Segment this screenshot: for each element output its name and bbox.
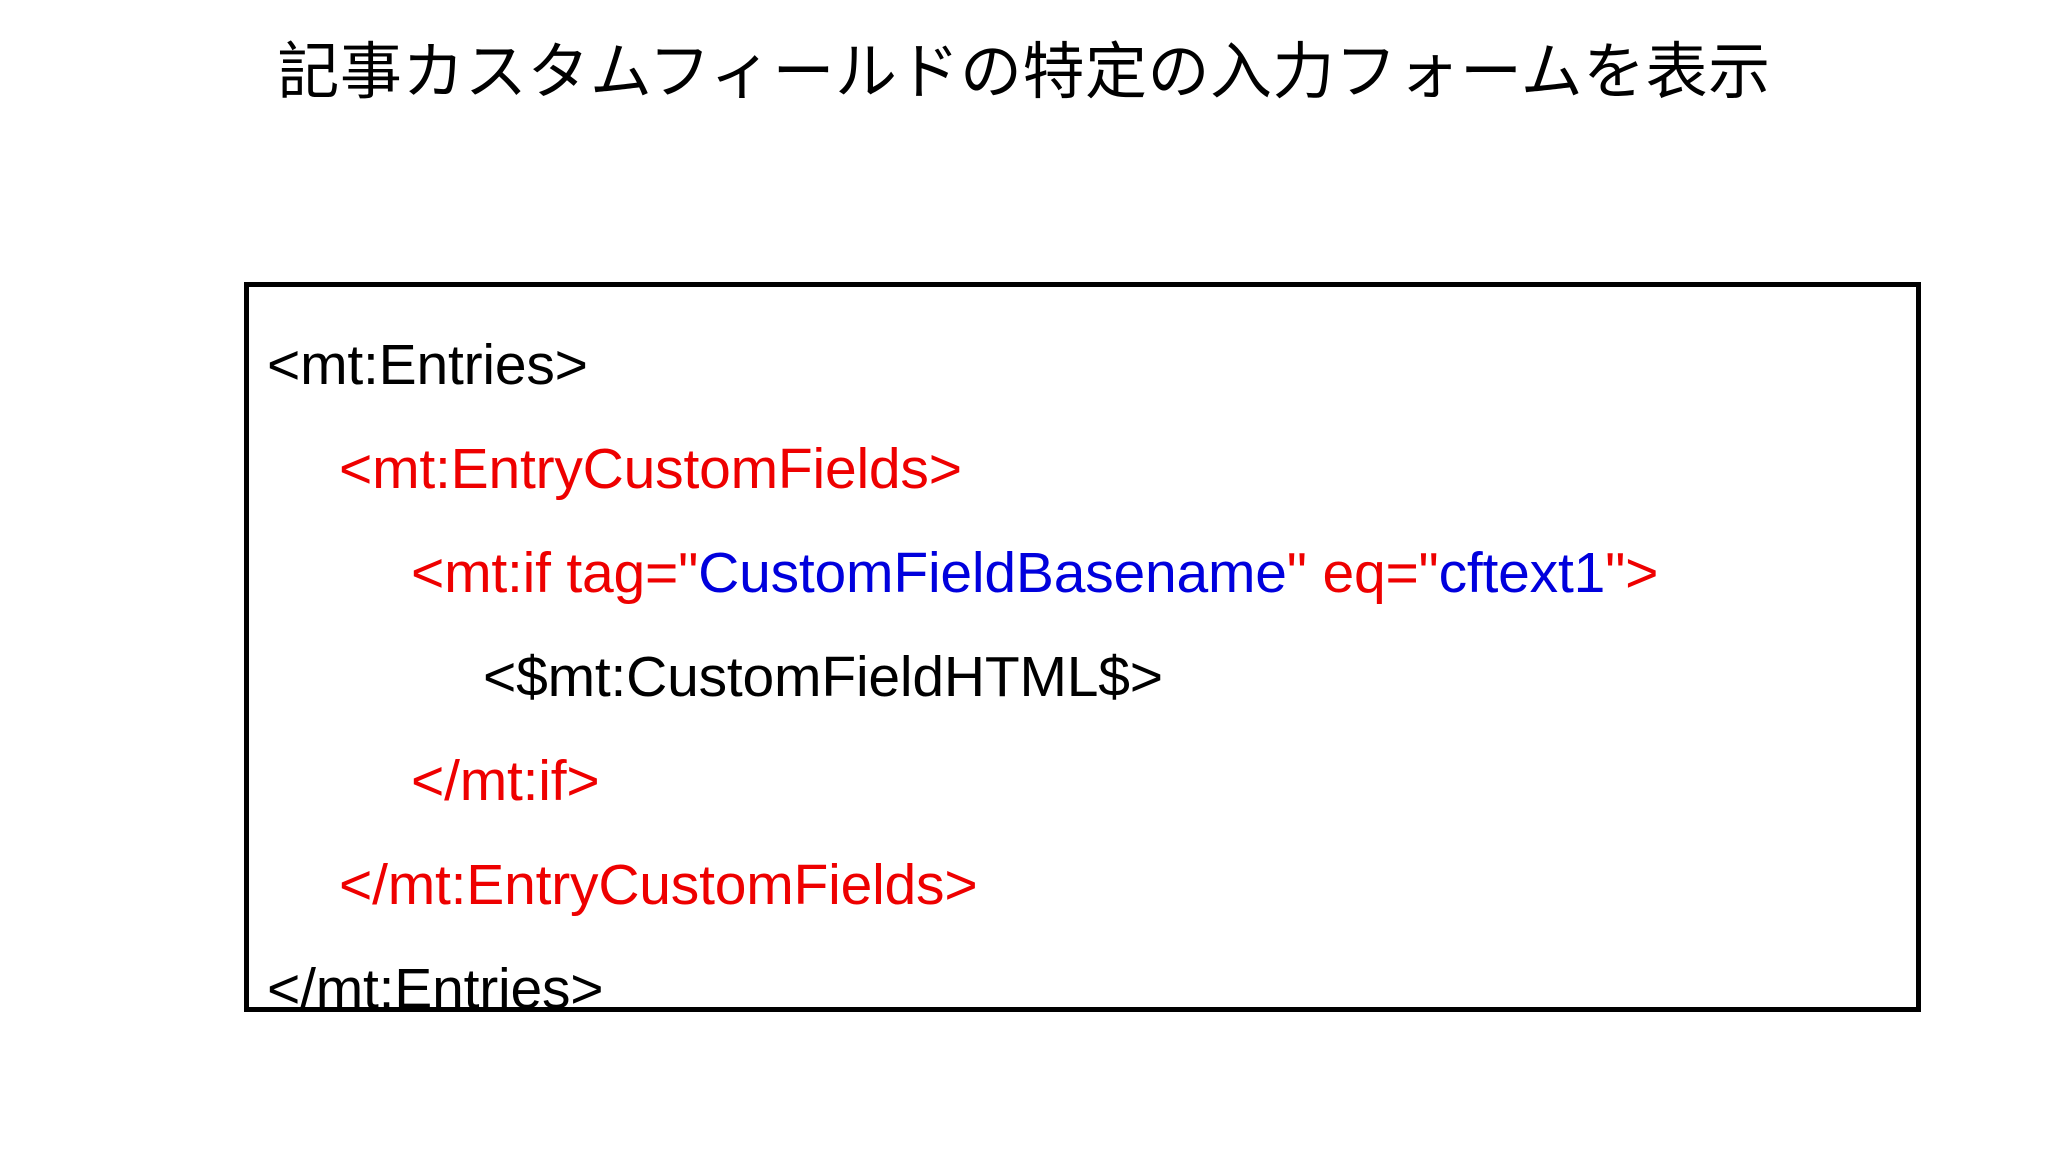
- code-line: <$mt:CustomFieldHTML$>: [267, 625, 1916, 729]
- code-block: <mt:Entries> <mt:EntryCustomFields> <mt:if…: [244, 282, 1921, 1021]
- code-token: </mt:EntryCustomFields>: [339, 853, 978, 917]
- code-line: <mt:if tag="CustomFieldBasename" eq="cft…: [267, 521, 1916, 625]
- code-line: </mt:EntryCustomFields>: [267, 833, 1916, 937]
- code-token: <mt:EntryCustomFields>: [339, 437, 962, 501]
- code-token: ">: [1605, 541, 1659, 605]
- code-token: </mt:if>: [411, 749, 600, 813]
- code-token: " eq=": [1286, 541, 1439, 605]
- code-token: </mt:Entries>: [267, 957, 604, 1021]
- code-line: <mt:Entries>: [267, 313, 1916, 417]
- code-line: </mt:Entries>: [267, 937, 1916, 1041]
- code-token: <mt:if tag=": [411, 541, 699, 605]
- code-token: CustomFieldBasename: [698, 541, 1287, 605]
- code-token: cftext1: [1438, 541, 1606, 605]
- code-token: <mt:Entries>: [267, 333, 588, 397]
- code-line: </mt:if>: [267, 729, 1916, 833]
- page-title: 記事カスタムフィールドの特定の入力フォームを表示: [277, 38, 1771, 107]
- code-token: <$mt:CustomFieldHTML$>: [483, 645, 1163, 709]
- code-line: <mt:EntryCustomFields>: [267, 417, 1916, 521]
- code-line-list: <mt:Entries> <mt:EntryCustomFields> <mt:if…: [249, 313, 1916, 1041]
